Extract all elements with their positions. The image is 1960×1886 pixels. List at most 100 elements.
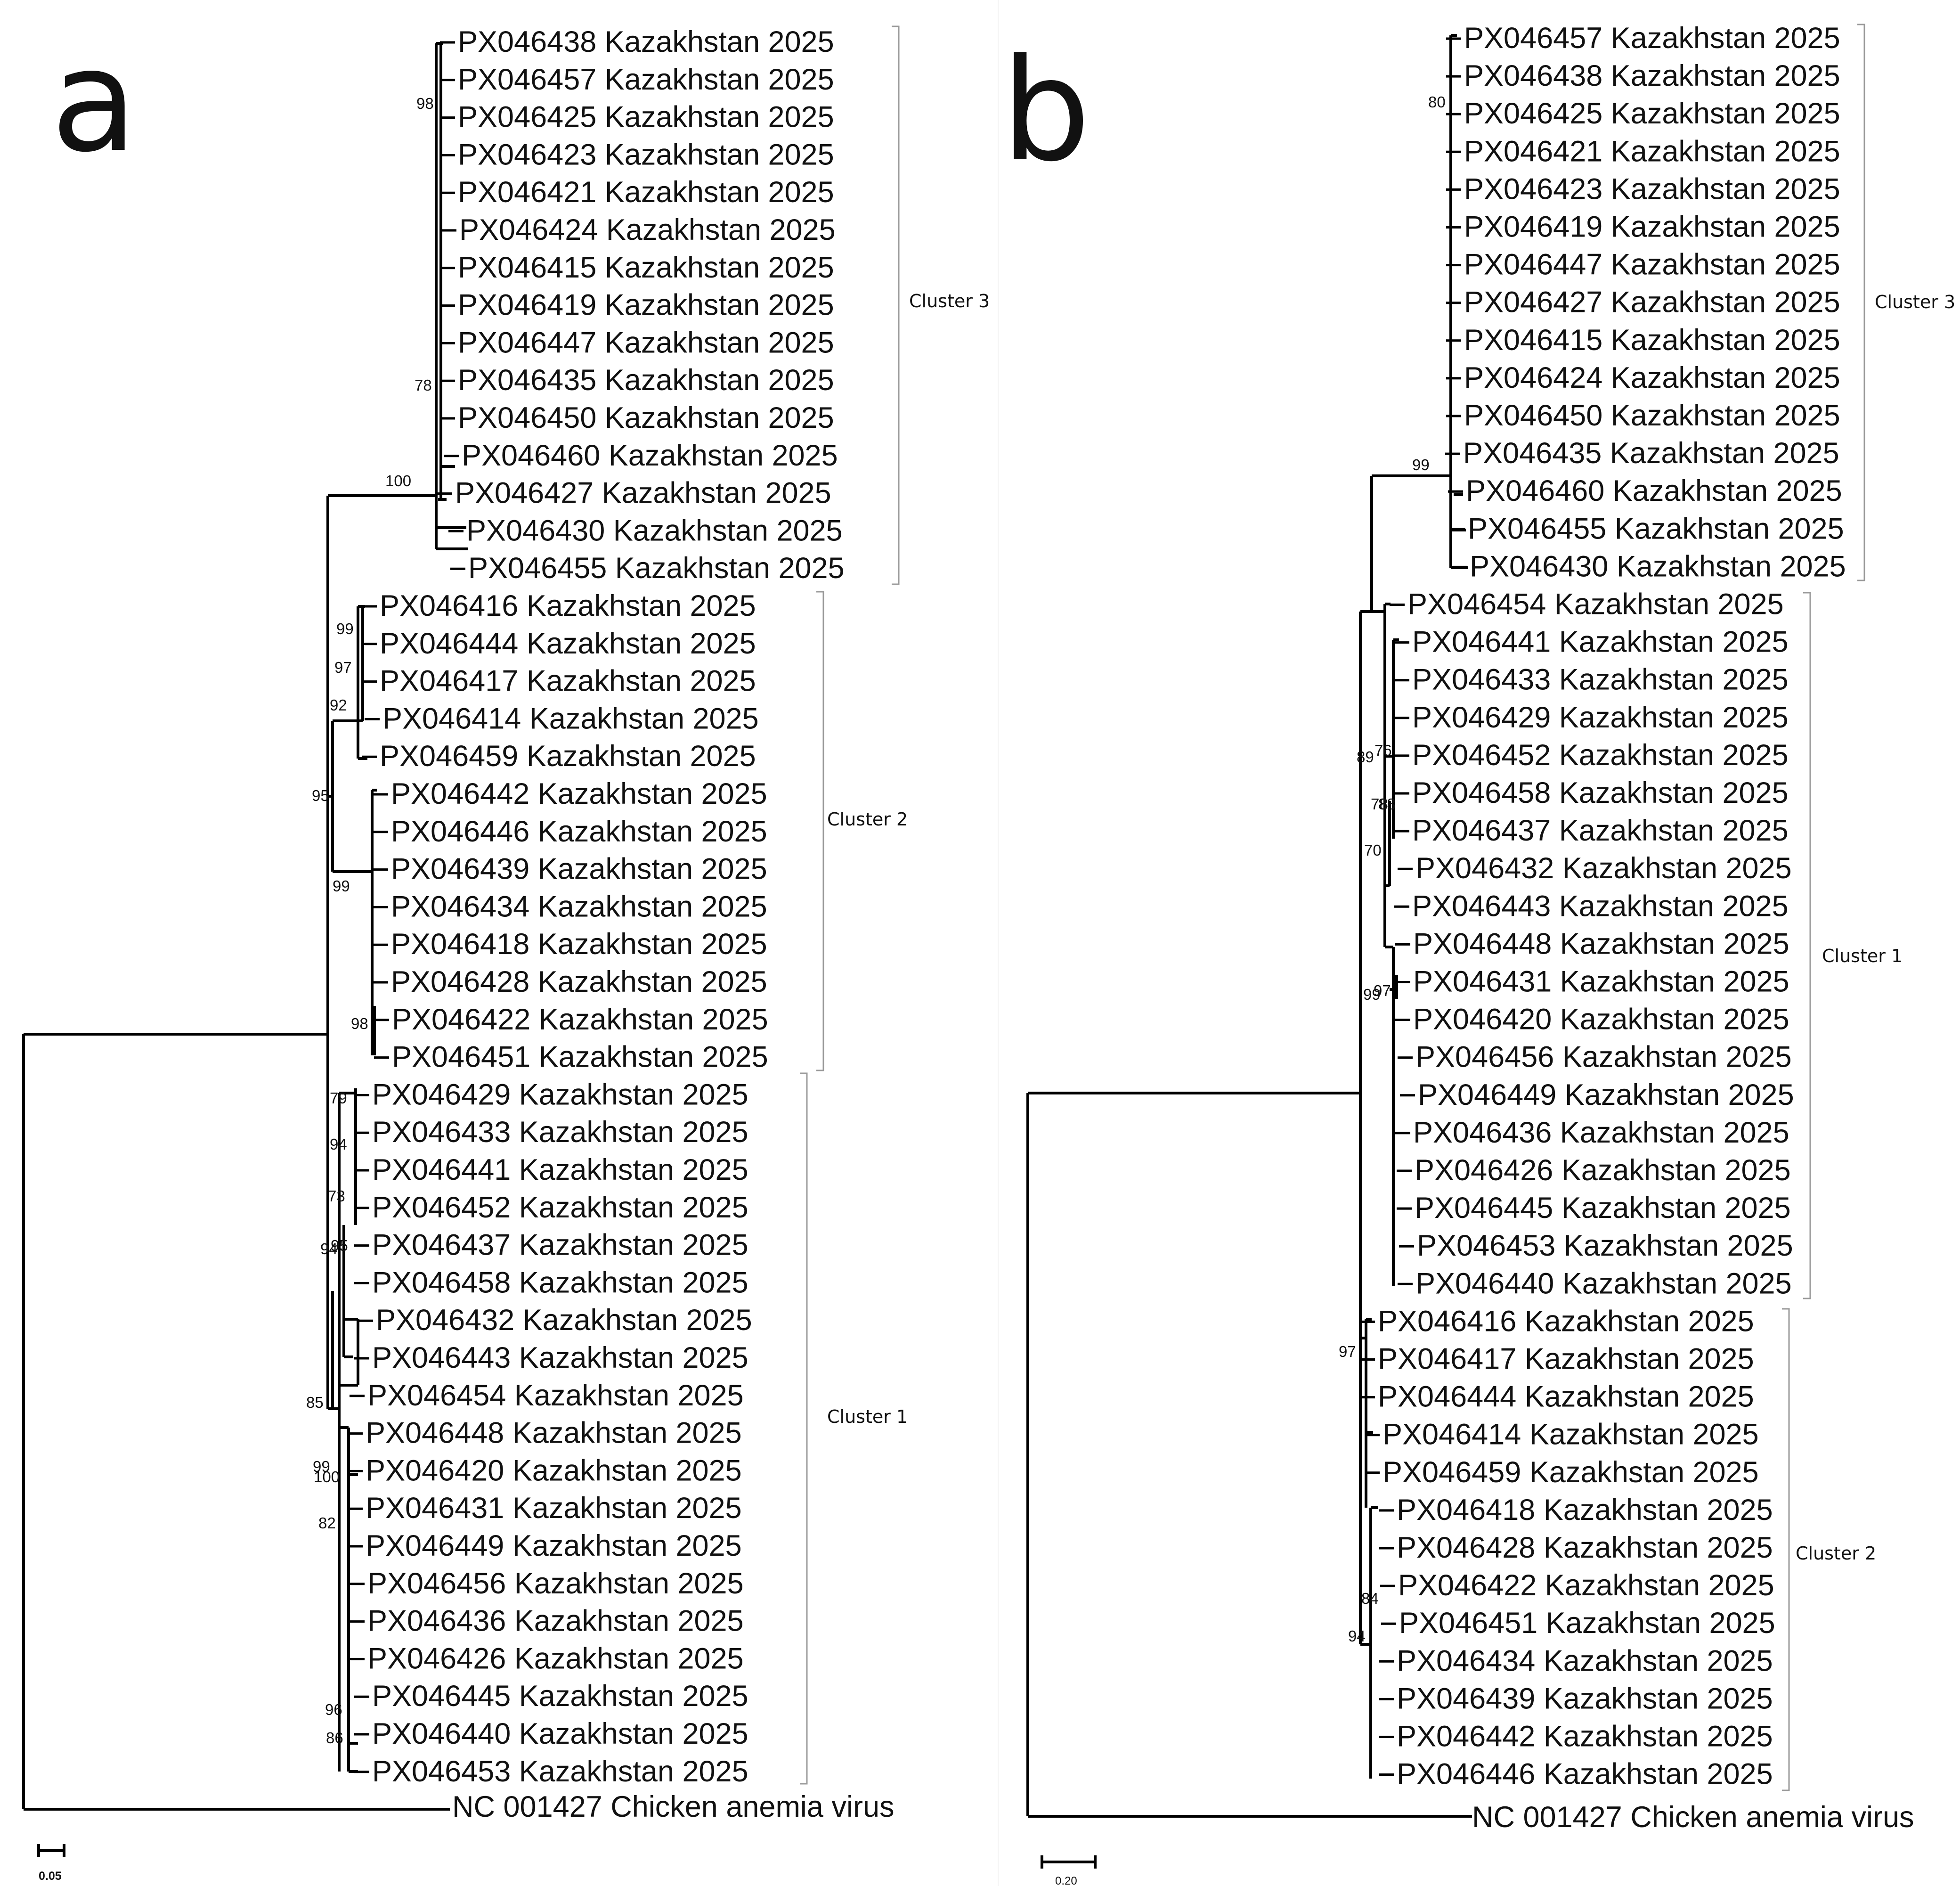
tip-label: PX046428 Kazakhstan 2025 — [1397, 1531, 1773, 1564]
cluster-bracket-b-1 — [1803, 592, 1811, 1299]
cluster-label-b-2: Cluster 2 — [1796, 1543, 1876, 1564]
tip-label: PX046445 Kazakhstan 2025 — [372, 1680, 748, 1713]
tip-label: PX046420 Kazakhstan 2025 — [1413, 1003, 1789, 1036]
scale-bar-b: 0.20 — [1041, 1855, 1097, 1886]
tip-label: PX046428 Kazakhstan 2025 — [391, 965, 767, 998]
tip-label: PX046440 Kazakhstan 2025 — [372, 1717, 748, 1750]
tip-label: PX046438 Kazakhstan 2025 — [1464, 59, 1840, 92]
tip-label: PX046435 Kazakhstan 2025 — [1463, 437, 1839, 470]
tip-label: PX046448 Kazakhstan 2025 — [1413, 927, 1789, 960]
scale-bar-a: 0.05 — [37, 1844, 65, 1883]
bootstrap-label: 89 — [1357, 748, 1374, 766]
tip-label: PX046436 Kazakhstan 2025 — [367, 1605, 744, 1638]
tip-label: PX046427 Kazakhstan 2025 — [455, 477, 831, 510]
bootstrap-label: 78 — [415, 376, 432, 394]
tip-label: PX046459 Kazakhstan 2025 — [380, 740, 756, 773]
tip-label: PX046425 Kazakhstan 2025 — [1464, 97, 1840, 130]
tip-label: PX046426 Kazakhstan 2025 — [367, 1642, 744, 1675]
tip-label: PX046418 Kazakhstan 2025 — [391, 928, 767, 961]
tip-label: PX046450 Kazakhstan 2025 — [1464, 399, 1840, 432]
branch-cluster1 — [1372, 603, 1399, 1286]
branch-root — [1026, 1092, 1472, 1818]
tip-label: PX046436 Kazakhstan 2025 — [1413, 1116, 1789, 1149]
bootstrap-label: 73 — [328, 1187, 345, 1205]
tip-label: PX046456 Kazakhstan 2025 — [367, 1567, 744, 1600]
tip-label: PX046423 Kazakhstan 2025 — [1464, 172, 1840, 205]
tip-label: PX046430 Kazakhstan 2025 — [466, 514, 843, 547]
cluster-label-b-1: Cluster 1 — [1822, 946, 1903, 966]
tip-label: PX046444 Kazakhstan 2025 — [380, 627, 756, 660]
bootstrap-label: 97 — [1374, 982, 1391, 999]
tip-label: PX046419 Kazakhstan 2025 — [458, 289, 834, 322]
panel-letter-b: b — [1001, 28, 1090, 193]
bootstrap-label: 97 — [1339, 1343, 1356, 1360]
tip-label: PX046431 Kazakhstan 2025 — [366, 1492, 742, 1525]
tip-label: PX046416 Kazakhstan 2025 — [380, 589, 756, 622]
tip-label: PX046424 Kazakhstan 2025 — [1464, 361, 1840, 394]
tip-label: PX046437 Kazakhstan 2025 — [1412, 814, 1789, 847]
cluster-label-a-1: Cluster 1 — [827, 1406, 908, 1427]
cluster-bracket-a-3 — [892, 25, 900, 585]
bootstrap-label: 84 — [1361, 1590, 1379, 1607]
tip-label: PX046457 Kazakhstan 2025 — [1464, 22, 1840, 55]
tip-label: PX046447 Kazakhstan 2025 — [458, 326, 834, 359]
tip-label: PX046460 Kazakhstan 2025 — [1466, 474, 1842, 507]
tip-label: PX046459 Kazakhstan 2025 — [1383, 1456, 1759, 1489]
tip-label: PX046427 Kazakhstan 2025 — [1464, 286, 1840, 319]
branch-cluster3 — [336, 42, 468, 550]
bootstrap-label: 98 — [416, 95, 434, 112]
branch-backbone — [1359, 474, 1451, 1569]
tip-label: PX046440 Kazakhstan 2025 — [1415, 1267, 1792, 1300]
tip-label: PX046422 Kazakhstan 2025 — [1398, 1569, 1774, 1602]
bootstrap-label: 99 — [333, 877, 350, 895]
bootstrap-label: 97 — [334, 659, 352, 676]
bootstrap-label: 85 — [306, 1394, 324, 1411]
tip-label: PX046439 Kazakhstan 2025 — [391, 853, 767, 886]
tip-label: PX046417 Kazakhstan 2025 — [380, 665, 756, 698]
branch-cluster2 — [1359, 1318, 1378, 1779]
panel-letter-a: a — [51, 19, 138, 183]
bootstrap-label: 96 — [325, 1701, 342, 1718]
bootstrap-label: 95 — [312, 787, 329, 804]
cluster-label-a-3: Cluster 3 — [909, 291, 990, 311]
tip-label: PX046451 Kazakhstan 2025 — [1399, 1607, 1775, 1640]
bootstrap-label: 94 — [320, 1240, 338, 1257]
bootstrap-label: 79 — [330, 1089, 347, 1107]
panel-a-brackets — [800, 25, 900, 1785]
tip-label: PX046443 Kazakhstan 2025 — [1412, 890, 1789, 923]
panel-a-branches — [22, 42, 468, 1811]
tip-label: PX046455 Kazakhstan 2025 — [468, 552, 845, 585]
scale-bar-label-b: 0.20 — [1055, 1875, 1077, 1886]
tip-label: PX046434 Kazakhstan 2025 — [391, 890, 767, 923]
bootstrap-label: 99 — [1412, 456, 1430, 474]
tip-label: PX046430 Kazakhstan 2025 — [1470, 550, 1846, 583]
tip-label: PX046415 Kazakhstan 2025 — [458, 251, 834, 284]
outgroup-label-a: NC 001427 Chicken anemia virus — [452, 1790, 894, 1823]
tip-label: PX046458 Kazakhstan 2025 — [372, 1266, 748, 1299]
bootstrap-label: 82 — [318, 1514, 336, 1532]
tip-label: PX046421 Kazakhstan 2025 — [458, 176, 834, 209]
tip-label: PX046432 Kazakhstan 2025 — [1415, 852, 1792, 885]
bootstrap-label: 86 — [326, 1729, 343, 1747]
tip-label: PX046425 Kazakhstan 2025 — [458, 101, 834, 134]
tip-label: PX046444 Kazakhstan 2025 — [1378, 1380, 1754, 1413]
tip-label: PX046431 Kazakhstan 2025 — [1413, 965, 1789, 998]
bootstrap-label: 88 — [1378, 795, 1396, 813]
bootstrap-label: 92 — [330, 696, 347, 714]
tip-label: PX046438 Kazakhstan 2025 — [458, 25, 834, 58]
tip-label: PX046454 Kazakhstan 2025 — [367, 1379, 744, 1412]
tip-label: PX046455 Kazakhstan 2025 — [1468, 512, 1844, 545]
tip-label: PX046449 Kazakhstan 2025 — [1418, 1078, 1794, 1111]
tip-label: PX046445 Kazakhstan 2025 — [1415, 1192, 1791, 1225]
tip-label: PX046447 Kazakhstan 2025 — [1464, 248, 1840, 281]
bootstrap-label: 100 — [385, 472, 411, 490]
bootstrap-label: 95 — [331, 1237, 348, 1254]
panel-b-cluster-labels: Cluster 3 Cluster 1 Cluster 2 — [1796, 292, 1955, 1564]
tip-label: PX046456 Kazakhstan 2025 — [1415, 1041, 1792, 1074]
tip-label: PX046421 Kazakhstan 2025 — [1464, 135, 1840, 168]
tip-label: PX046437 Kazakhstan 2025 — [372, 1229, 748, 1262]
outgroup-label-b: NC 001427 Chicken anemia virus — [1472, 1801, 1914, 1834]
tip-label: PX046452 Kazakhstan 2025 — [1412, 739, 1789, 772]
